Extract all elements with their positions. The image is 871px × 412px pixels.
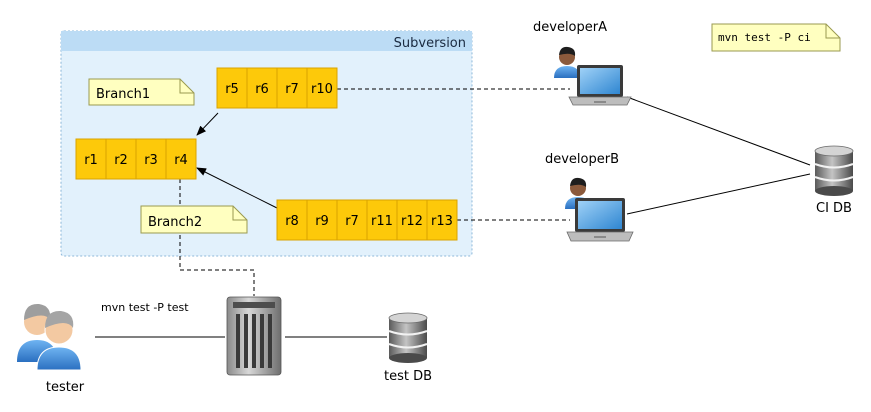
ci-command-label: mvn test -P ci <box>718 31 811 44</box>
trunk-revision-chain: r1 r2 r3 r4 <box>75 138 197 180</box>
revision-r8: r8 <box>276 199 308 241</box>
revision-r2: r2 <box>105 138 137 180</box>
group-icon <box>17 303 82 371</box>
revision-r9: r9 <box>306 199 338 241</box>
revision-r10: r10 <box>306 67 338 109</box>
revision-box <box>276 199 308 241</box>
test-db-label: test DB <box>384 369 432 384</box>
laptop-icon <box>566 198 634 242</box>
revision-r11: r11 <box>366 199 398 241</box>
revision-label: r4 <box>174 153 188 168</box>
ci-command-note: mvn test -P ci <box>711 23 841 52</box>
developerB-to-ci-db-line <box>626 173 811 215</box>
branch1-note: Branch1 <box>88 78 195 106</box>
database-icon <box>388 312 428 363</box>
revision-box <box>306 67 338 109</box>
revision-box <box>75 138 107 180</box>
tester-label: tester <box>46 380 85 395</box>
ci-database: CI DB <box>814 145 854 216</box>
revision-box <box>216 67 248 109</box>
revision-label: r7 <box>285 82 299 97</box>
branch1-revision-chain: r5 r6 r7 r10 <box>216 67 338 109</box>
server-icon <box>226 296 282 376</box>
revision-label: r8 <box>285 214 299 229</box>
tester: tester <box>17 303 85 395</box>
branch1-note-label: Branch1 <box>96 87 150 102</box>
person-icon <box>554 46 580 78</box>
revision-label: r11 <box>371 214 393 229</box>
revision-box <box>426 199 458 241</box>
developer-a-label: developerA <box>533 20 607 35</box>
revision-r6: r6 <box>246 67 278 109</box>
developer-b-label: developerB <box>545 152 619 167</box>
revision-box <box>135 138 167 180</box>
revision-r7: r7 <box>276 67 308 109</box>
revision-r4: r4 <box>165 138 197 180</box>
revision-label: r2 <box>114 153 128 168</box>
revision-label: r1 <box>84 153 98 168</box>
revision-label: r13 <box>431 214 453 229</box>
developer-b: developerB <box>545 152 634 242</box>
revision-label: r9 <box>315 214 329 229</box>
branch2-origin-arrow <box>196 167 278 209</box>
test-database: test DB <box>384 312 432 384</box>
revision-label: r7 <box>345 214 359 229</box>
revision-r5: r5 <box>216 67 248 109</box>
database-icon <box>814 145 854 196</box>
revision-box <box>306 199 338 241</box>
laptop-icon <box>568 65 632 106</box>
revision-box <box>165 138 197 180</box>
developerA-to-ci-db-line <box>626 96 811 166</box>
ci-db-label: CI DB <box>816 201 852 216</box>
test-command-label: mvn test -P test <box>101 301 189 314</box>
revision-label: r10 <box>311 82 333 97</box>
developer-a: developerA <box>533 20 632 106</box>
branch1-origin-arrow <box>196 112 219 136</box>
revision-label: r3 <box>144 153 158 168</box>
revision-r13: r13 <box>426 199 458 241</box>
test-server: mvn test -P test <box>101 296 282 376</box>
revision-box <box>105 138 137 180</box>
branch2-note: Branch2 <box>140 205 248 234</box>
branch2-note-label: Branch2 <box>148 215 202 230</box>
revision-r1: r1 <box>75 138 107 180</box>
branch2-revision-chain: r8 r9 r7 r11 r12 r13 <box>276 199 458 241</box>
revision-r12: r12 <box>396 199 428 241</box>
revision-box <box>246 67 278 109</box>
repository-header <box>61 31 472 51</box>
revision-label: r12 <box>401 214 423 229</box>
revision-r7: r7 <box>336 199 368 241</box>
revision-label: r6 <box>255 82 269 97</box>
repository-label: Subversion <box>394 36 466 51</box>
revision-box <box>366 199 398 241</box>
revision-label: r5 <box>225 82 239 97</box>
revision-r3: r3 <box>135 138 167 180</box>
